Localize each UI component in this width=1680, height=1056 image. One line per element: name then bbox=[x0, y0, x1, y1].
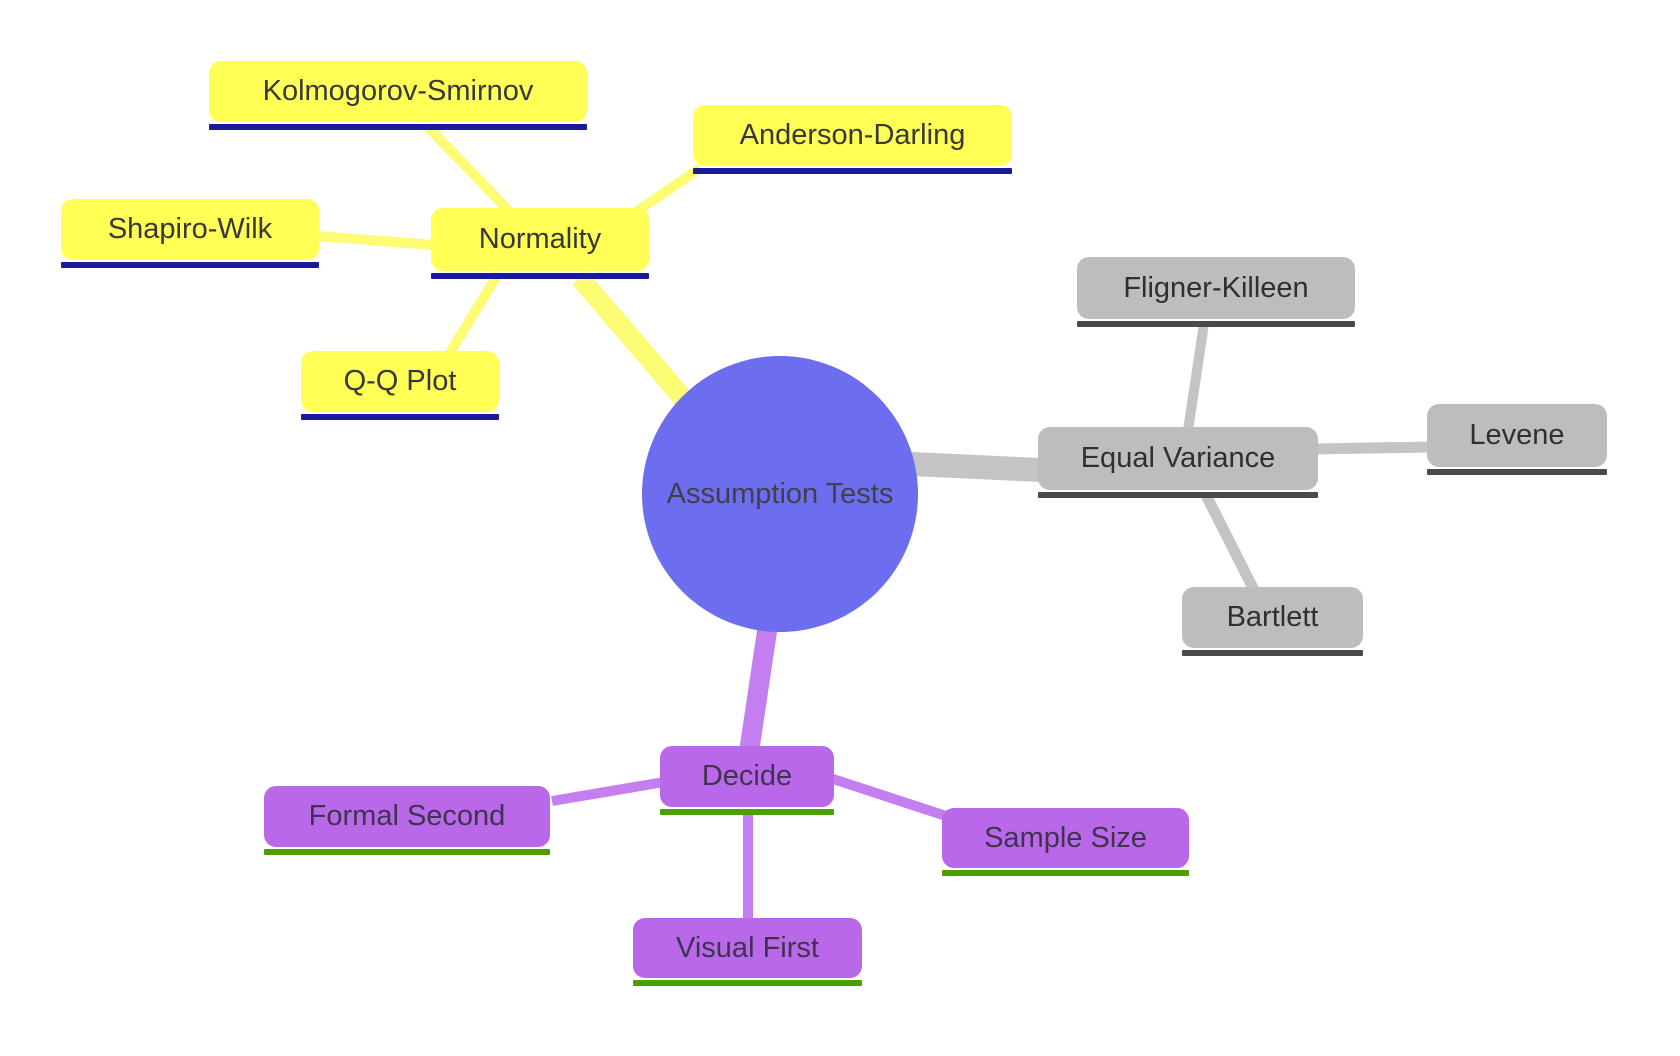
node-label: Equal Variance bbox=[1080, 442, 1276, 474]
node-underline bbox=[1427, 469, 1607, 475]
node-label: Sample Size bbox=[984, 821, 1147, 854]
node-shapiro-wilk[interactable]: Shapiro-Wilk bbox=[61, 199, 319, 268]
node-formal-second[interactable]: Formal Second bbox=[264, 786, 550, 855]
node-label: Fligner-Killeen bbox=[1123, 271, 1309, 304]
node-label: Anderson-Darling bbox=[739, 119, 966, 151]
node-anderson-darling[interactable]: Anderson-Darling bbox=[693, 105, 1012, 174]
node-label: Levene bbox=[1469, 419, 1565, 451]
node-underline bbox=[431, 273, 649, 279]
node-label: Formal Second bbox=[308, 800, 506, 832]
node-label: Normality bbox=[478, 223, 602, 255]
node-label: Kolmogorov-Smirnov bbox=[262, 75, 534, 107]
edge-normality-shapiro bbox=[316, 231, 435, 250]
edge-normality-anderson bbox=[633, 163, 703, 217]
node-underline bbox=[633, 980, 862, 986]
node-underline bbox=[660, 809, 834, 815]
edge-decide-sample-size bbox=[828, 773, 948, 821]
edge-root-equal-variance bbox=[889, 451, 1042, 482]
edge-normality-qqplot bbox=[443, 271, 503, 359]
node-underline bbox=[693, 168, 1012, 174]
node-label: Shapiro-Wilk bbox=[107, 213, 273, 245]
node-underline bbox=[1182, 650, 1363, 656]
edge-equal-variance-levene bbox=[1315, 441, 1431, 455]
root-label: Assumption Tests bbox=[666, 477, 894, 510]
edge-root-decide bbox=[739, 616, 779, 754]
node-bartlett[interactable]: Bartlett bbox=[1182, 587, 1363, 656]
edge-normality-kolmogorov bbox=[423, 122, 514, 216]
node-sample-size[interactable]: Sample Size bbox=[942, 808, 1189, 876]
node-kolmogorov-smirnov[interactable]: Kolmogorov-Smirnov bbox=[209, 61, 587, 130]
node-visual-first[interactable]: Visual First bbox=[633, 918, 862, 986]
edge-equal-variance-fligner bbox=[1183, 323, 1209, 431]
node-fligner-killeen[interactable]: Fligner-Killeen bbox=[1077, 257, 1355, 327]
node-underline bbox=[209, 124, 587, 130]
node-label: Decide bbox=[701, 760, 793, 792]
node-label: Q-Q Plot bbox=[343, 365, 457, 397]
node-underline bbox=[264, 849, 550, 855]
node-assumption-tests[interactable]: Assumption Tests bbox=[642, 356, 918, 632]
node-underline bbox=[301, 414, 499, 420]
node-underline bbox=[61, 262, 319, 268]
node-underline bbox=[1077, 321, 1355, 327]
node-equal-variance[interactable]: Equal Variance bbox=[1038, 427, 1318, 498]
node-underline bbox=[942, 870, 1189, 876]
edge-decide-formal-second bbox=[551, 777, 665, 806]
node-levene[interactable]: Levene bbox=[1427, 404, 1607, 475]
node-decide[interactable]: Decide bbox=[660, 746, 834, 815]
node-underline bbox=[1038, 492, 1318, 498]
edge-equal-variance-bartlett bbox=[1201, 492, 1259, 593]
node-label: Bartlett bbox=[1226, 601, 1319, 633]
node-normality[interactable]: Normality bbox=[431, 208, 649, 279]
node-qq-plot[interactable]: Q-Q Plot bbox=[301, 351, 499, 420]
node-label: Visual First bbox=[676, 931, 819, 964]
